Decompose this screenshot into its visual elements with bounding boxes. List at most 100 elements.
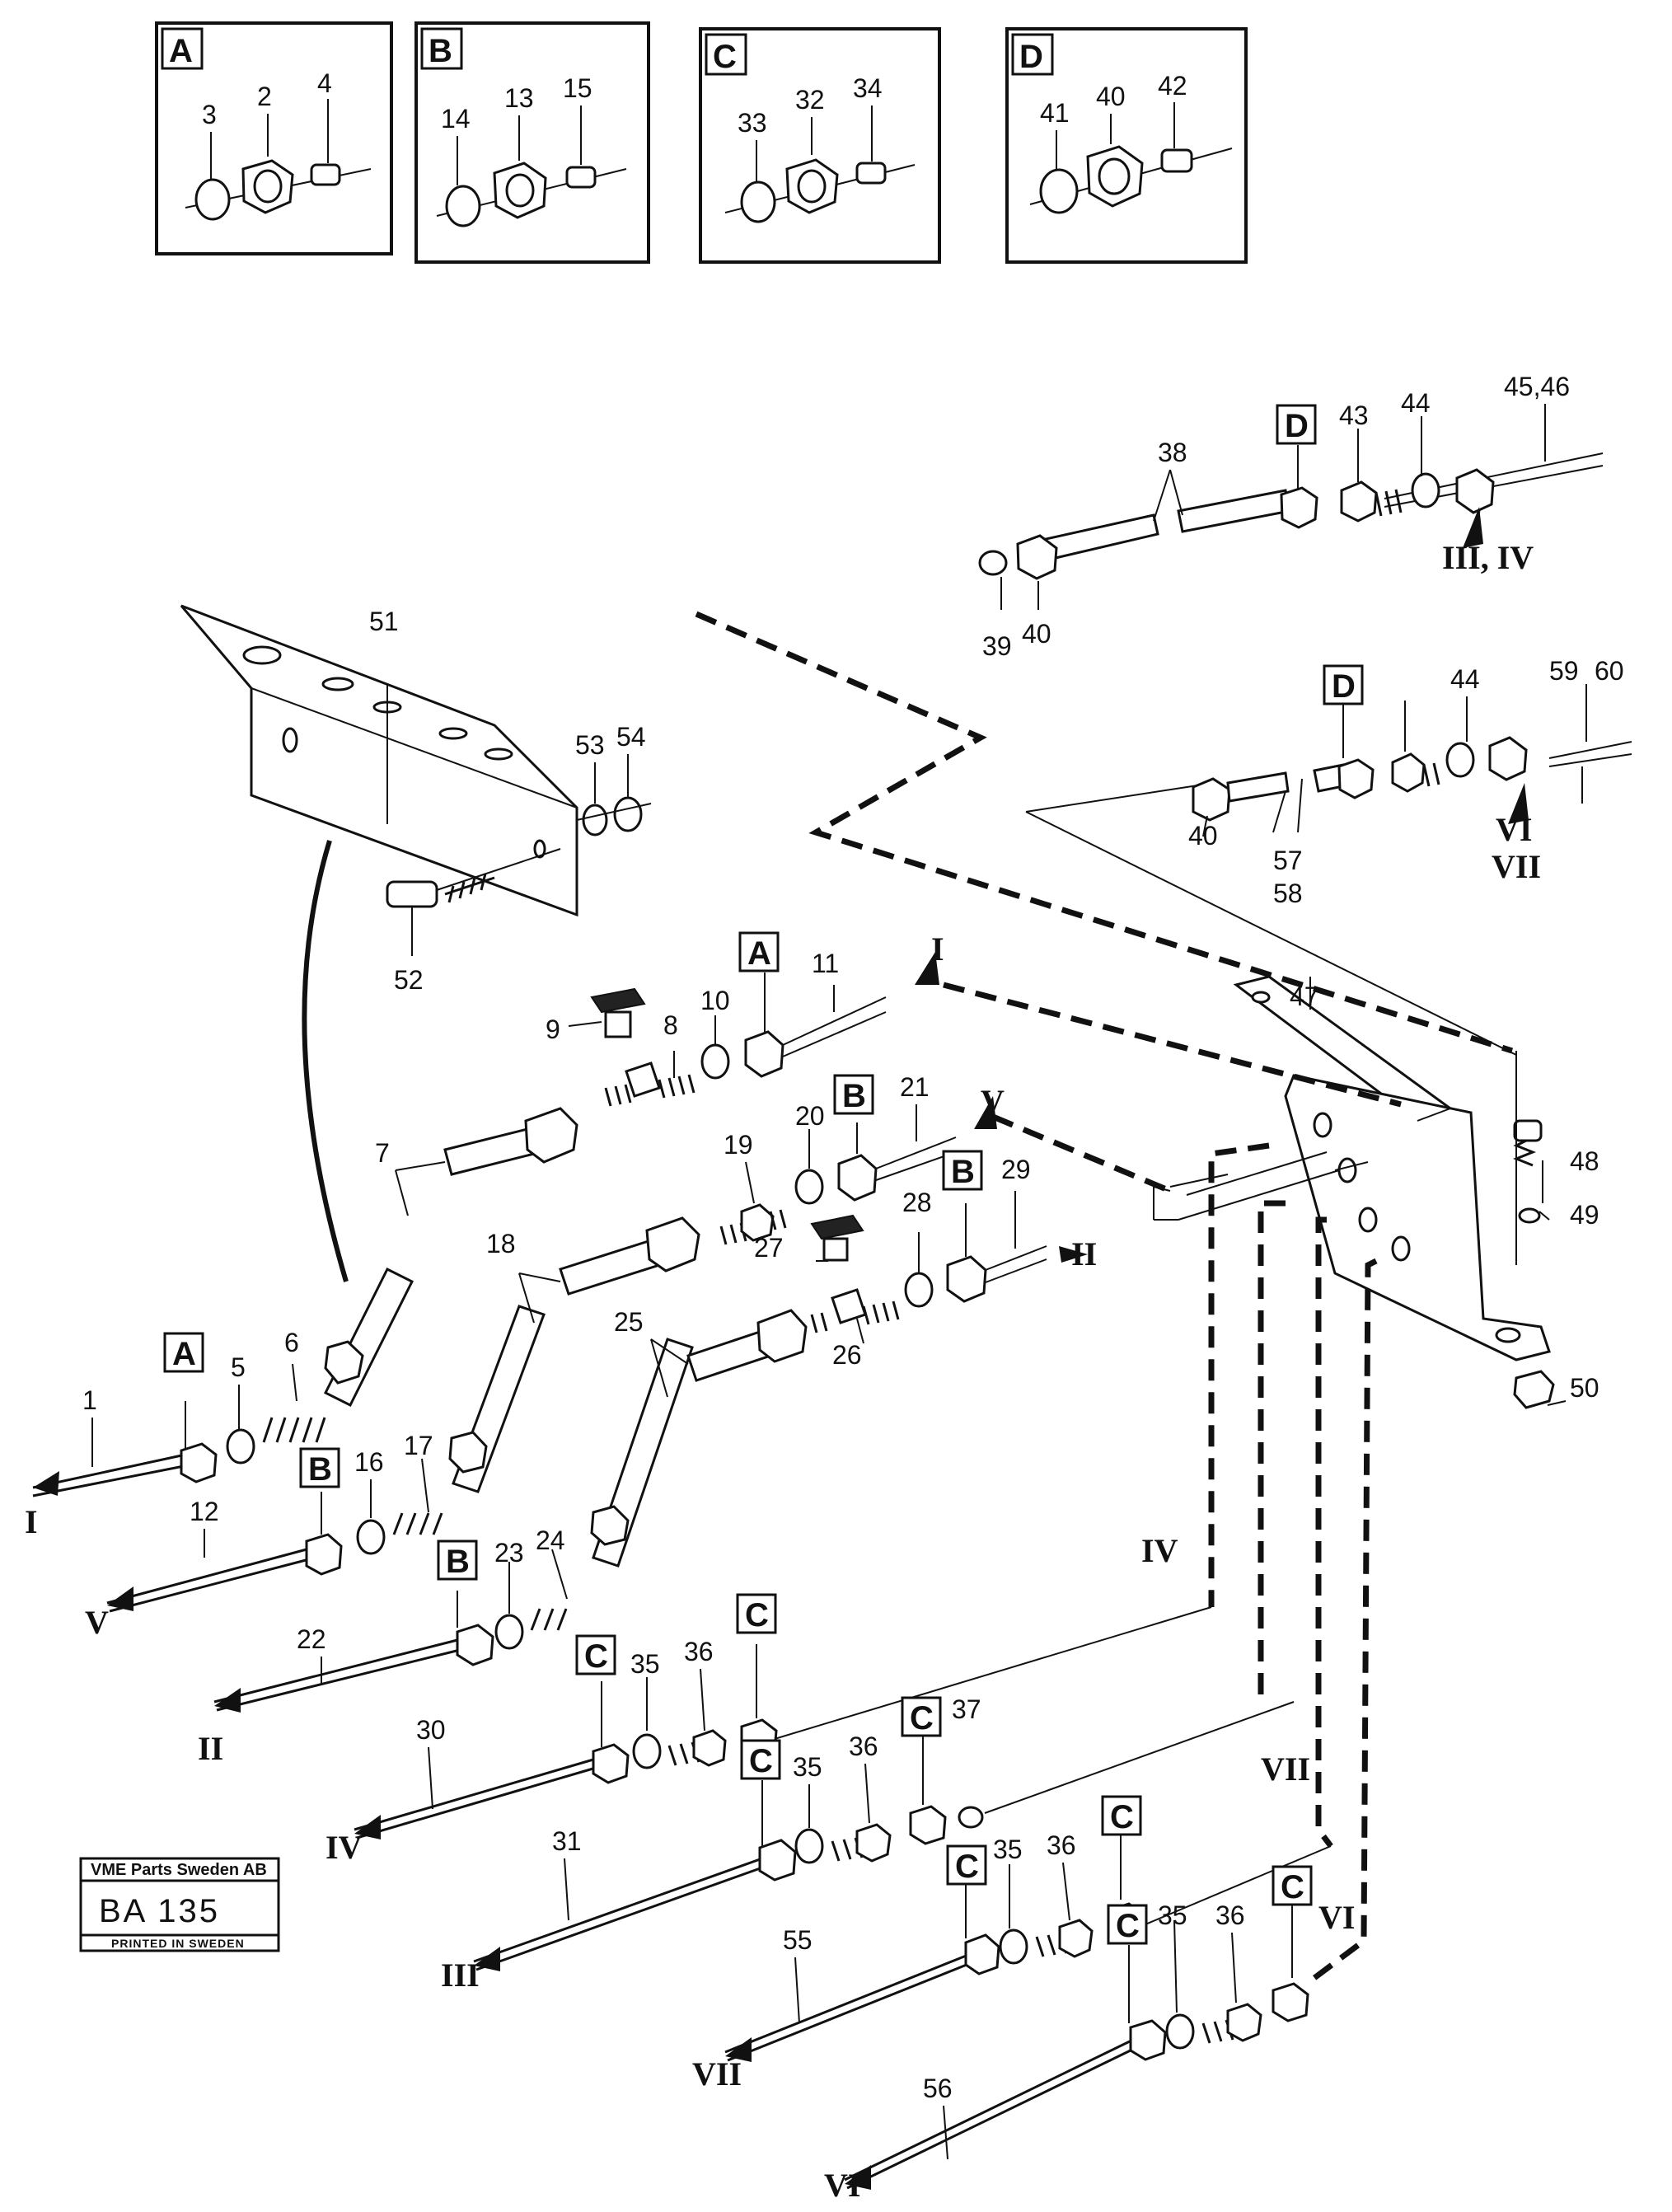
circuit-iii: III xyxy=(441,1957,480,1994)
callout-51: 51 xyxy=(369,607,399,636)
nut-icon xyxy=(305,1533,343,1576)
detail-box-a: A 3 2 4 xyxy=(155,21,393,255)
left-pipe-assemblies xyxy=(32,1267,1332,2190)
washer-54-icon xyxy=(613,796,643,832)
callout-52: 52 xyxy=(394,965,424,995)
stamp-footer: PRINTED IN SWEDEN xyxy=(111,1937,245,1950)
callout-1: 1 xyxy=(82,1385,97,1415)
callout-6: 6 xyxy=(284,1328,299,1357)
stamp-code: BA 135 xyxy=(99,1893,220,1929)
detail-box-letter: C xyxy=(713,39,737,75)
callout-36: 36 xyxy=(684,1637,714,1666)
callout-49: 49 xyxy=(1570,1200,1599,1230)
callout-8: 8 xyxy=(663,1010,678,1040)
banjo-bolt-icon xyxy=(1160,148,1193,173)
detail-box-c: C 33 32 34 xyxy=(699,27,941,264)
document-stamp: VME Parts Sweden AB BA 135 PRINTED IN SW… xyxy=(79,1857,280,1952)
nut-icon xyxy=(837,1154,878,1202)
union-fitting xyxy=(667,1729,727,1767)
circuit-iv: IV xyxy=(326,1829,363,1866)
letter-c: C xyxy=(749,1743,773,1779)
callout-37: 37 xyxy=(952,1694,981,1724)
callout-35: 35 xyxy=(630,1649,660,1679)
nut-icon xyxy=(592,1743,630,1784)
detail-box-letter: A xyxy=(169,33,193,69)
circuit-i: I xyxy=(931,930,944,968)
circuit-vi: VI xyxy=(1496,811,1532,848)
callout-35: 35 xyxy=(993,1835,1023,1864)
fitting-43 xyxy=(1340,480,1403,523)
callout-59: 59 xyxy=(1549,656,1579,686)
nut-icon xyxy=(1129,2019,1167,2061)
banjo-bolt-icon xyxy=(310,163,341,186)
callout-10: 10 xyxy=(700,986,730,1015)
callout-50: 50 xyxy=(1570,1373,1599,1403)
callout-30: 30 xyxy=(416,1715,446,1745)
callout-20: 20 xyxy=(795,1101,825,1131)
callout-12: 12 xyxy=(190,1497,219,1526)
olive-icon xyxy=(445,185,481,227)
olive-icon xyxy=(978,550,1008,576)
callout-label: 13 xyxy=(504,83,534,113)
banjo-bolt-icon xyxy=(855,162,887,185)
callout-18: 18 xyxy=(486,1229,516,1258)
olive-icon xyxy=(1039,168,1079,214)
circuit-v: V xyxy=(85,1604,109,1641)
callout-57: 57 xyxy=(1273,846,1303,875)
nut-icon xyxy=(1016,534,1058,580)
bolt-48-icon xyxy=(1513,1119,1543,1142)
letter-c: C xyxy=(584,1638,608,1675)
bolt-52-icon xyxy=(386,880,438,908)
nut-icon xyxy=(1192,777,1231,822)
callout-36: 36 xyxy=(849,1732,878,1761)
callout-5: 5 xyxy=(231,1352,246,1382)
nut-icon xyxy=(180,1442,218,1483)
nut-icon xyxy=(456,1624,494,1666)
nut-icon xyxy=(1337,758,1375,799)
callout-26: 26 xyxy=(832,1340,862,1370)
letter-d: D xyxy=(1285,408,1309,444)
callout-28: 28 xyxy=(902,1188,932,1217)
callout-44: 44 xyxy=(1401,388,1431,418)
detail-box-letter: B xyxy=(429,33,452,69)
callout-16: 16 xyxy=(354,1447,384,1477)
callout-44: 44 xyxy=(1450,664,1480,694)
callout-19: 19 xyxy=(724,1130,753,1160)
callout-label: 3 xyxy=(202,100,217,129)
letter-b: B xyxy=(951,1154,975,1190)
circuit-vi: VI xyxy=(1318,1899,1355,1936)
circuit-vii: VII xyxy=(1261,1750,1310,1788)
circuit-iii-iv: III, IV xyxy=(1442,539,1534,576)
callout-60: 60 xyxy=(1595,656,1624,686)
letter-c: C xyxy=(1116,1908,1140,1944)
callout-label: 40 xyxy=(1096,82,1126,111)
support-bracket-47 xyxy=(1178,975,1567,1409)
callout-21: 21 xyxy=(900,1072,930,1102)
letter-b: B xyxy=(308,1451,332,1488)
nut-50-icon xyxy=(1513,1370,1555,1409)
letter-c: C xyxy=(955,1849,979,1885)
mounting-plate-51 xyxy=(180,604,652,1282)
callout-label: 2 xyxy=(257,82,272,111)
nut-icon xyxy=(1488,736,1528,781)
nut-icon xyxy=(1455,468,1495,514)
nut-icon xyxy=(964,1933,1000,1975)
union-fitting xyxy=(831,1823,892,1863)
nut-icon xyxy=(744,1030,784,1078)
banjo-bolt-icon xyxy=(565,166,597,189)
dashed-pipe-routes xyxy=(695,611,1583,1980)
callout-label: 14 xyxy=(441,104,471,134)
nut-icon xyxy=(946,1255,987,1303)
bleed-valve-icon xyxy=(604,1010,632,1038)
circuit-ii: II xyxy=(198,1730,223,1767)
circuit-iv: IV xyxy=(1141,1532,1178,1569)
detail-box-d: D 41 40 42 xyxy=(1005,27,1248,264)
callout-35: 35 xyxy=(793,1752,822,1782)
olive-icon xyxy=(194,178,231,221)
callout-43: 43 xyxy=(1339,401,1369,430)
connection-letter-boxes: A A B B B B C C C C C C C C D D xyxy=(163,404,1364,1945)
letter-b: B xyxy=(446,1544,470,1580)
callout-24: 24 xyxy=(536,1525,565,1555)
callout-39: 39 xyxy=(982,631,1012,661)
